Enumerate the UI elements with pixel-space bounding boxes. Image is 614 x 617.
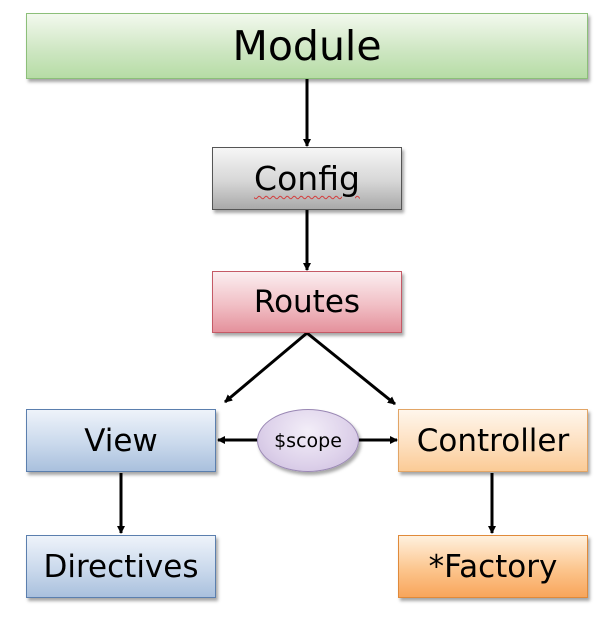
view-box: View (26, 409, 216, 472)
controller-box: Controller (398, 409, 588, 472)
directives-label: Directives (43, 548, 199, 585)
routes-label: Routes (253, 284, 361, 320)
view-label: View (84, 422, 158, 459)
module-label: Module (232, 22, 382, 70)
scope-ellipse: $scope (257, 409, 359, 472)
arrow-routes-to-view (224, 331, 308, 404)
routes-box: Routes (212, 271, 402, 333)
config-label: Config (254, 159, 360, 198)
factory-box: *Factory (398, 535, 588, 598)
arrow-routes-to-controller (306, 331, 396, 406)
factory-label: *Factory (428, 548, 558, 585)
controller-label: Controller (416, 422, 570, 459)
directives-box: Directives (26, 535, 216, 598)
config-box: Config (212, 147, 402, 210)
scope-label: $scope (274, 429, 342, 452)
module-box: Module (26, 13, 588, 79)
